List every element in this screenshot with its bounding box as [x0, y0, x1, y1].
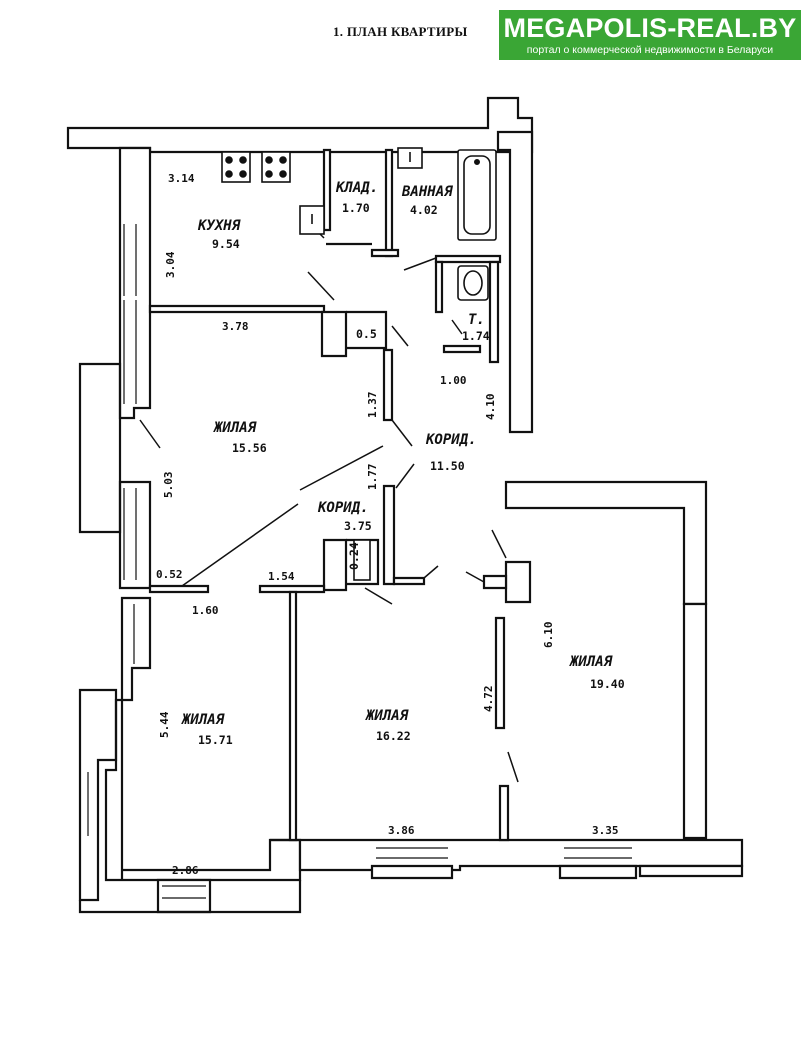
room-name-living-top: ЖИЛАЯ	[213, 420, 257, 436]
fixtures	[221, 147, 497, 581]
document-title: 1. ПЛАН КВАРТИРЫ	[333, 24, 468, 39]
interior-walls	[148, 148, 532, 842]
dim-hall-a: 1.37	[366, 392, 379, 419]
dim-living-top-width: 3.78	[222, 320, 249, 333]
room-name-living-right: ЖИЛАЯ	[569, 654, 613, 670]
dim-left-room-top: 1.60	[192, 604, 219, 617]
logo-title: MEGAPOLIS-REAL.BY	[503, 13, 797, 43]
dim-mid-room-height: 4.72	[482, 686, 495, 713]
room-name-living-left: ЖИЛАЯ	[181, 712, 225, 728]
room-area-living-left: 15.71	[198, 733, 233, 747]
dim-kitchen-width: 3.14	[168, 172, 195, 185]
site-logo-banner[interactable]: MEGAPOLIS-REAL.BY портал о коммерческой …	[499, 10, 801, 60]
dim-mid-room-bottom: 3.86	[388, 824, 415, 837]
room-labels: КУХНЯ 9.54 КЛАД. 1.70 ВАННАЯ 4.02 Т. 1.7…	[181, 180, 625, 747]
room-area-living-mid: 16.22	[376, 729, 411, 743]
dim-mid-room-top: 1.54	[268, 570, 295, 583]
stove-left	[221, 151, 251, 183]
dim-hall-b: 1.77	[366, 464, 379, 491]
dimension-labels: 3.14 3.04 3.78 5.03 1.37 1.77 1.00 4.10 …	[156, 172, 619, 877]
dim-living-top-height: 5.03	[162, 472, 175, 499]
dim-right-room-width: 3.35	[592, 824, 619, 837]
room-area-kitchen: 9.54	[212, 237, 240, 251]
room-area-closet1: 0.5	[356, 327, 377, 341]
dim-kitchen-height: 3.04	[164, 251, 177, 278]
windows	[87, 224, 632, 899]
room-area-hall-main: 11.50	[430, 459, 465, 473]
stove-right	[261, 151, 291, 183]
room-area-hall-small: 3.75	[344, 519, 372, 533]
room-area-toilet: 1.74	[462, 329, 490, 343]
dim-left-room-height: 5.44	[158, 711, 171, 738]
door-swings	[139, 225, 519, 783]
room-area-living-top: 15.56	[232, 441, 267, 455]
room-area-pantry: 1.70	[342, 201, 370, 215]
room-name-hall-main: КОРИД.	[425, 432, 477, 448]
room-name-living-mid: ЖИЛАЯ	[365, 708, 409, 724]
dim-left-room-bottom: 2.86	[172, 864, 199, 877]
logo-subtitle: портал о коммерческой недвижимости в Бел…	[526, 44, 774, 56]
room-name-hall-small: КОРИД.	[317, 500, 369, 516]
room-name-pantry: КЛАД.	[335, 180, 378, 196]
room-name-kitchen: КУХНЯ	[197, 218, 241, 234]
dim-hall-left: 0.52	[156, 568, 183, 581]
dim-toilet-width: 1.00	[440, 374, 467, 387]
dim-right-room-height: 6.10	[542, 622, 555, 649]
room-name-bathroom: ВАННАЯ	[401, 184, 453, 200]
room-area-living-right: 19.40	[590, 677, 625, 691]
room-area-bathroom: 4.02	[410, 203, 438, 217]
room-area-closet2: 0.24	[347, 542, 361, 570]
outer-walls	[66, 96, 744, 914]
dim-hall-main-height: 4.10	[484, 394, 497, 421]
room-name-toilet: Т.	[468, 312, 485, 328]
